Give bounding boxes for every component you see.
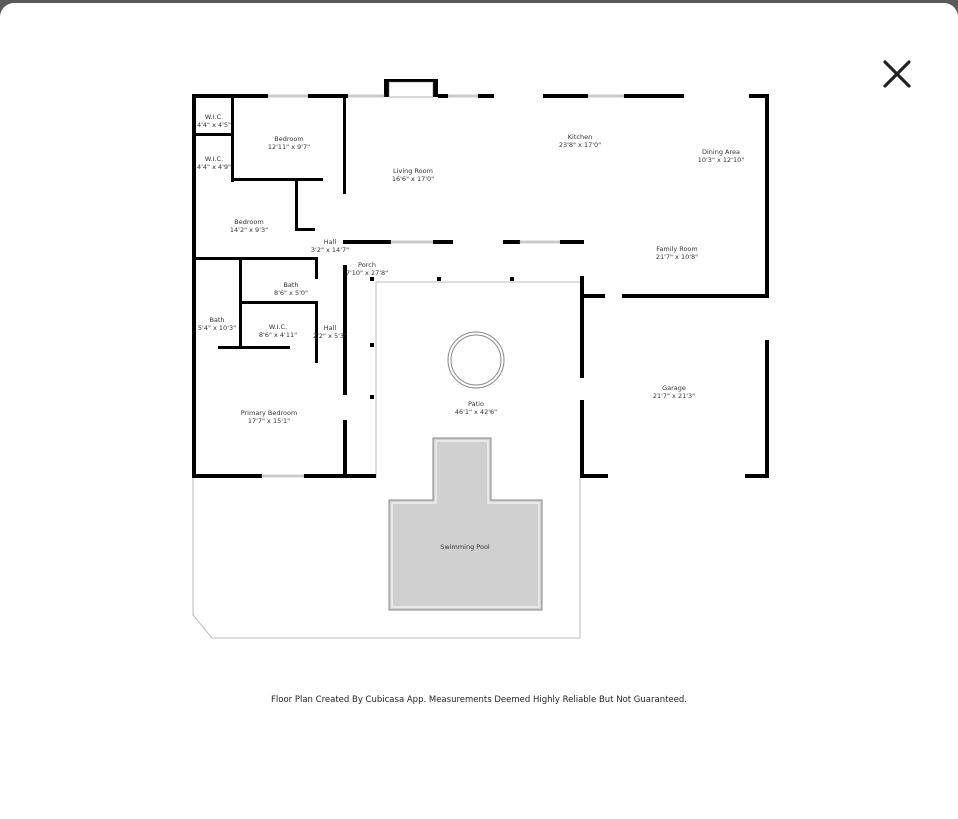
- svg-text:W.I.C.: W.I.C.: [205, 113, 223, 121]
- svg-text:21'7" x 21'3": 21'7" x 21'3": [653, 392, 695, 400]
- svg-text:12'11" x 9'7": 12'11" x 9'7": [268, 143, 310, 151]
- svg-text:16'6" x 17'0": 16'6" x 17'0": [392, 175, 434, 183]
- svg-text:Living Room: Living Room: [393, 167, 433, 175]
- svg-text:Bedroom: Bedroom: [234, 218, 263, 226]
- svg-text:Bath: Bath: [209, 316, 224, 324]
- svg-text:3'2" x 14'7": 3'2" x 14'7": [311, 246, 349, 254]
- svg-text:17'7" x 15'1": 17'7" x 15'1": [248, 417, 290, 425]
- svg-text:7'10" x 27'8": 7'10" x 27'8": [346, 269, 388, 277]
- svg-text:Bath: Bath: [283, 281, 298, 289]
- svg-text:Patio: Patio: [468, 400, 484, 408]
- svg-text:4'4" x 4'9": 4'4" x 4'9": [197, 163, 231, 171]
- svg-text:46'1" x 42'6": 46'1" x 42'6": [455, 408, 497, 416]
- svg-text:8'6" x 5'0": 8'6" x 5'0": [274, 289, 308, 297]
- svg-text:Porch: Porch: [358, 261, 376, 269]
- svg-text:Dining Area: Dining Area: [702, 148, 740, 156]
- svg-text:5'4" x 10'3": 5'4" x 10'3": [198, 324, 236, 332]
- swimming-pool: [388, 437, 543, 611]
- room-swimming-pool: Swimming Pool: [440, 543, 490, 551]
- svg-text:Garage: Garage: [662, 384, 686, 392]
- svg-text:Family Room: Family Room: [656, 245, 698, 253]
- svg-text:23'8" x 17'0": 23'8" x 17'0": [559, 141, 601, 149]
- svg-text:Hall: Hall: [324, 324, 337, 332]
- svg-text:2'2" x 5'3": 2'2" x 5'3": [313, 332, 347, 340]
- svg-text:21'7" x 10'8": 21'7" x 10'8": [656, 253, 698, 261]
- svg-text:W.I.C.: W.I.C.: [269, 323, 287, 331]
- room-wic-3: W.I.C.8'6" x 4'11": [259, 323, 297, 339]
- svg-text:8'6" x 4'11": 8'6" x 4'11": [259, 331, 297, 339]
- svg-text:W.I.C.: W.I.C.: [205, 155, 223, 163]
- floor-plan-disclaimer: Floor Plan Created By Cubicasa App. Meas…: [271, 695, 687, 705]
- svg-text:Swimming Pool: Swimming Pool: [440, 543, 490, 551]
- svg-text:Primary Bedroom: Primary Bedroom: [241, 409, 298, 417]
- svg-text:4'4" x 4'5": 4'4" x 4'5": [197, 121, 231, 129]
- svg-text:Hall: Hall: [324, 238, 337, 246]
- svg-text:14'2" x 9'3": 14'2" x 9'3": [230, 226, 268, 234]
- close-x-icon[interactable]: [880, 57, 914, 91]
- svg-text:Bedroom: Bedroom: [274, 135, 303, 143]
- room-wic-2: W.I.C.4'4" x 4'9": [197, 155, 231, 171]
- room-wic-1: W.I.C.4'4" x 4'5": [197, 113, 231, 129]
- svg-text:10'3" x 12'10": 10'3" x 12'10": [698, 156, 744, 164]
- svg-text:Kitchen: Kitchen: [568, 133, 592, 141]
